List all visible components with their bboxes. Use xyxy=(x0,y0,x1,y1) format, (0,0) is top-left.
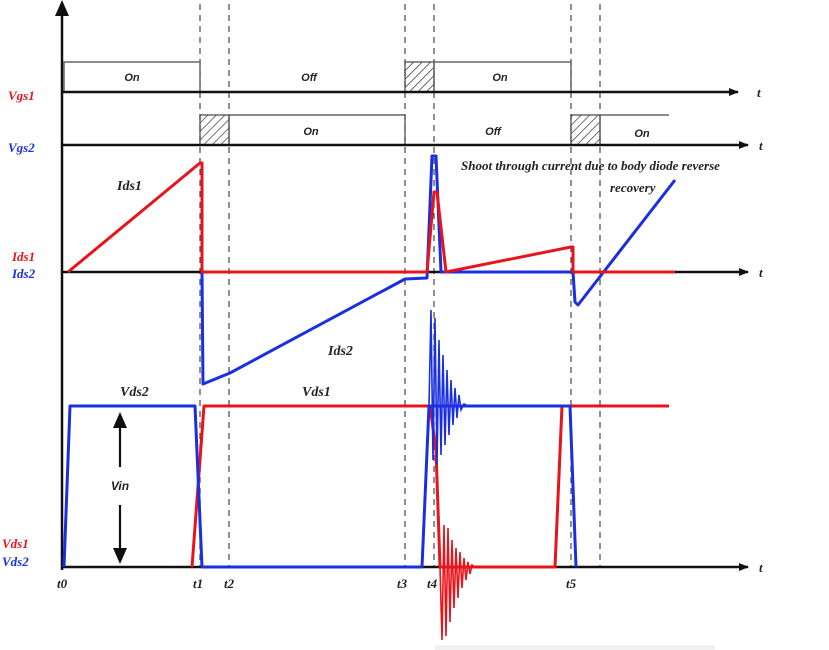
vgs1-axis-t-label: t xyxy=(757,85,761,100)
shoot-through-annotation-line2: recovery xyxy=(610,180,656,195)
shoot-through-annotation-line1: Shoot through current due to body diode … xyxy=(461,158,720,173)
ids1-label: Ids1 xyxy=(11,249,35,264)
vgs1-off-label: Off xyxy=(301,72,318,84)
vds2-inplot-label: Vds2 xyxy=(120,385,149,400)
time-marker-t3: t3 xyxy=(397,576,408,591)
vgs1-on-label-2: On xyxy=(492,72,508,84)
vds-row: Vin Vds2 Vds1 t Vds1 Vds2 xyxy=(2,309,763,641)
vds2-ringing xyxy=(428,309,469,466)
ids2-waveform xyxy=(200,154,677,386)
vin-up-arrow-icon xyxy=(113,412,127,428)
ids1-waveform xyxy=(67,161,675,274)
vds1-inplot-label: Vds1 xyxy=(302,385,331,400)
vgs2-row: On Off On t Vgs2 xyxy=(8,114,763,155)
ids-row: Ids1 Ids2 t Ids1 Ids2 Shoot through curr… xyxy=(11,154,763,386)
vin-dimension-arrow xyxy=(113,412,127,564)
vin-label: Vin xyxy=(111,479,129,493)
bottom-strip xyxy=(435,645,715,650)
ids1-inplot-label: Ids1 xyxy=(116,179,142,194)
vgs1-row: On Off On t Vgs1 xyxy=(8,61,761,103)
vgs2-off-label: Off xyxy=(485,126,502,138)
ids2-label: Ids2 xyxy=(11,266,36,281)
vgs2-axis-t-label: t xyxy=(759,138,763,153)
vds1-label: Vds1 xyxy=(2,536,29,551)
time-marker-t1: t1 xyxy=(193,576,203,591)
y-axis xyxy=(55,0,69,570)
vds1-waveform xyxy=(190,404,669,569)
vds-axis-t-label: t xyxy=(759,560,763,575)
time-markers: t0 t1 t2 t3 t4 t5 xyxy=(57,576,577,591)
vgs2-label: Vgs2 xyxy=(8,140,35,155)
time-marker-t5: t5 xyxy=(566,576,577,591)
y-axis-arrow-icon xyxy=(55,0,69,16)
time-marker-t2: t2 xyxy=(224,576,235,591)
vgs2-on-label-1: On xyxy=(303,126,319,138)
vgs1-label: Vgs1 xyxy=(8,88,35,103)
time-marker-t4: t4 xyxy=(427,576,438,591)
ids-axis-t-label: t xyxy=(759,265,763,280)
vgs1-on-label-1: On xyxy=(124,72,140,84)
vds2-label: Vds2 xyxy=(2,554,29,569)
vgs2-on-label-2: On xyxy=(634,128,650,140)
ids2-inplot-label: Ids2 xyxy=(327,344,353,359)
time-marker-t0: t0 xyxy=(57,576,68,591)
dashed-guides xyxy=(199,4,601,567)
vds1-ringing xyxy=(439,524,480,641)
vin-down-arrow-icon xyxy=(113,548,127,564)
vds2-waveform xyxy=(62,404,578,569)
